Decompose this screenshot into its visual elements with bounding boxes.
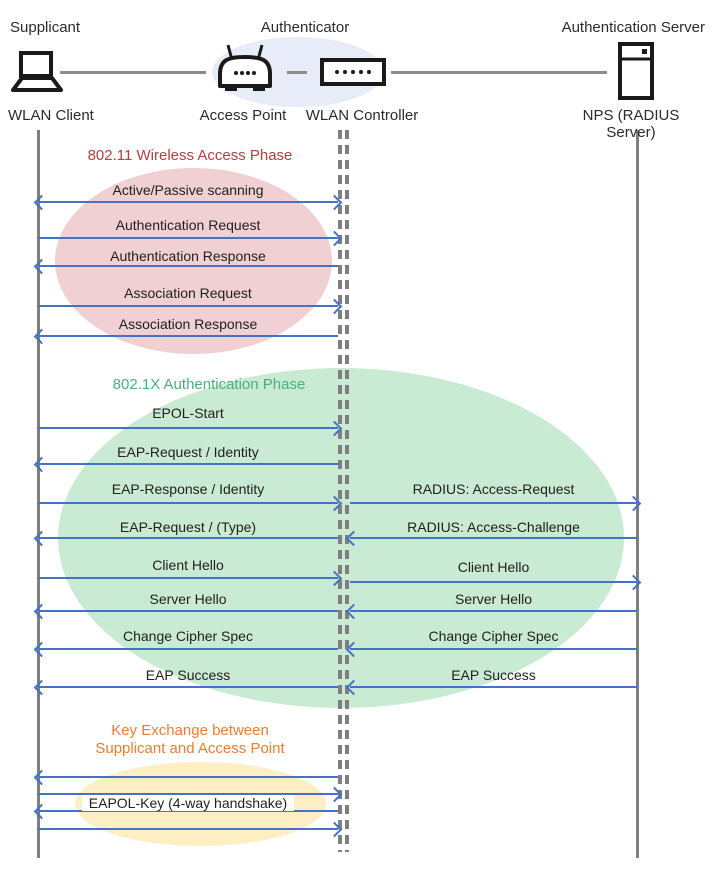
msg-label-epol-start: EPOL-Start bbox=[152, 405, 224, 421]
msg-label-change-cipher-spec-left: Change Cipher Spec bbox=[123, 628, 253, 644]
device-wlan-controller: WLAN Controller bbox=[305, 107, 419, 124]
msg-label-radius-access-request: RADIUS: Access-Request bbox=[412, 481, 575, 497]
msg-arrow-epol-start bbox=[38, 427, 338, 429]
msg-label-server-hello-right: Server Hello bbox=[454, 591, 533, 607]
laptop-icon bbox=[10, 50, 64, 94]
msg-label-eap-request-identity: EAP-Request / Identity bbox=[117, 444, 259, 460]
msg-arrow-association-response bbox=[38, 335, 338, 337]
msg-arrow-authentication-request bbox=[38, 237, 338, 239]
device-wlan-client: WLAN Client bbox=[8, 107, 94, 124]
arrow-eapol-key-4 bbox=[38, 828, 338, 830]
connector-client-ap bbox=[60, 71, 206, 74]
msg-arrow-change-cipher-spec-right bbox=[350, 648, 637, 650]
msg-arrow-client-hello-right bbox=[350, 581, 637, 583]
msg-label-client-hello-left: Client Hello bbox=[152, 557, 224, 573]
msg-arrow-client-hello-left bbox=[38, 577, 338, 579]
msg-arrow-association-request bbox=[38, 305, 338, 307]
arrow-eapol-key-3 bbox=[38, 810, 338, 812]
phase-title-authentication: 802.1X Authentication Phase bbox=[112, 376, 306, 393]
msg-label-active-passive-scanning: Active/Passive scanning bbox=[112, 182, 264, 198]
msg-arrow-server-hello-right bbox=[350, 610, 637, 612]
msg-arrow-eap-request-type bbox=[38, 537, 338, 539]
lifeline-wlan-controller bbox=[345, 130, 349, 852]
msg-label-change-cipher-spec-right: Change Cipher Spec bbox=[428, 628, 559, 644]
device-nps-radius-server: NPS (RADIUS Server) bbox=[582, 107, 680, 141]
arrow-eapol-key-1 bbox=[38, 776, 338, 778]
msg-arrow-eap-success-right bbox=[350, 686, 637, 688]
msg-label-eapol-key-handshake: EAPOL-Key (4-way handshake) bbox=[38, 795, 338, 811]
msg-arrow-server-hello-left bbox=[38, 610, 338, 612]
msg-arrow-eap-request-identity bbox=[38, 463, 338, 465]
msg-label-client-hello-right: Client Hello bbox=[457, 559, 530, 575]
msg-label-authentication-request: Authentication Request bbox=[115, 217, 261, 233]
device-access-point: Access Point bbox=[199, 107, 287, 124]
lifeline-wlan-client bbox=[37, 130, 40, 858]
msg-label-eap-request-type: EAP-Request / (Type) bbox=[119, 519, 257, 535]
msg-label-association-response: Association Response bbox=[118, 316, 258, 332]
msg-arrow-eap-response-identity bbox=[38, 502, 338, 504]
msg-label-server-hello-left: Server Hello bbox=[149, 591, 227, 607]
role-authenticator: Authenticator bbox=[260, 19, 350, 36]
role-supplicant: Supplicant bbox=[10, 19, 81, 36]
msg-label-authentication-response: Authentication Response bbox=[110, 248, 266, 264]
msg-arrow-radius-access-challenge bbox=[350, 537, 637, 539]
wlan-controller-icon bbox=[320, 58, 386, 86]
server-icon bbox=[617, 42, 655, 100]
arrow-eapol-key-2 bbox=[38, 793, 338, 795]
msg-arrow-authentication-response bbox=[38, 265, 338, 267]
msg-label-eap-response-identity: EAP-Response / Identity bbox=[111, 481, 265, 497]
phase-title-key-exchange-line2: Supplicant and Access Point bbox=[95, 740, 285, 757]
msg-arrow-change-cipher-spec-left bbox=[38, 648, 338, 650]
msg-label-eap-success-right: EAP Success bbox=[451, 667, 536, 683]
msg-arrow-active-passive-scanning bbox=[38, 201, 338, 203]
msg-arrow-radius-access-request bbox=[350, 502, 637, 504]
connector-ap-controller bbox=[287, 71, 307, 74]
role-authentication-server: Authentication Server bbox=[561, 19, 705, 36]
phase-ellipse-wireless bbox=[55, 168, 332, 354]
access-point-icon bbox=[214, 44, 276, 96]
phase-title-wireless: 802.11 Wireless Access Phase bbox=[87, 147, 293, 164]
msg-arrow-eap-success-left bbox=[38, 686, 338, 688]
connector-controller-server bbox=[391, 71, 607, 74]
msg-label-association-request: Association Request bbox=[124, 285, 252, 301]
msg-label-radius-access-challenge: RADIUS: Access-Challenge bbox=[407, 519, 580, 535]
phase-title-key-exchange-line1: Key Exchange between bbox=[111, 722, 269, 739]
eapol-key-handshake-text: EAPOL-Key (4-way handshake) bbox=[81, 795, 295, 811]
lifeline-access-point bbox=[338, 130, 342, 852]
lifeline-nps-server bbox=[636, 130, 639, 858]
msg-label-eap-success-left: EAP Success bbox=[145, 667, 231, 683]
